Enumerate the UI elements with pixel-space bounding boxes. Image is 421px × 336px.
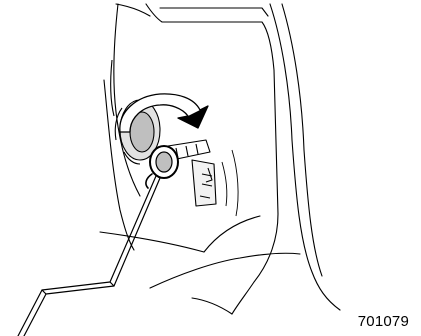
panel-detail-lines	[222, 150, 238, 216]
figure-number: 701079	[358, 313, 409, 330]
